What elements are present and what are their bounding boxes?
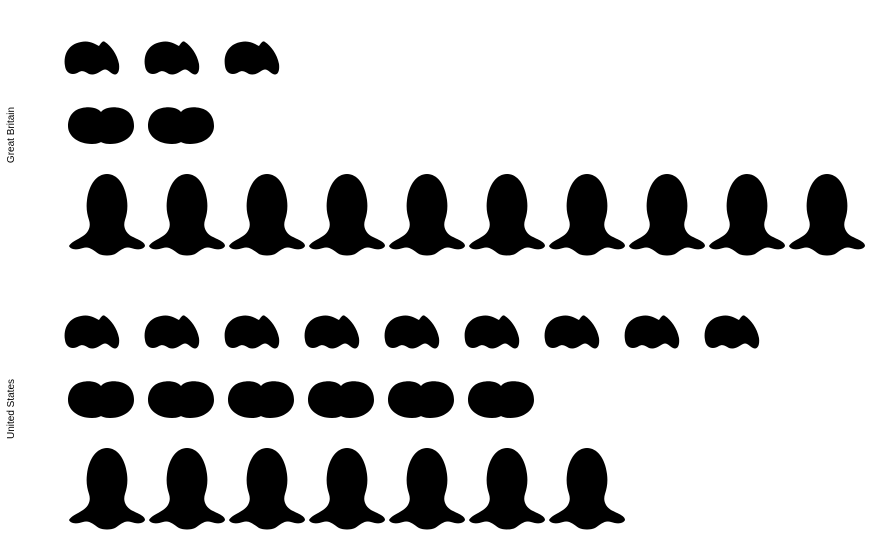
bell-outline-icon bbox=[229, 448, 305, 530]
bell-outline-icon bbox=[149, 448, 225, 530]
icon-row-dark-bean bbox=[68, 107, 214, 144]
red-blob-icon bbox=[64, 315, 120, 349]
bell-outline-icon bbox=[789, 174, 865, 256]
dark-bean-icon bbox=[228, 381, 294, 418]
bell-outline-icon bbox=[389, 174, 465, 256]
bell-outline-icon bbox=[549, 174, 625, 256]
bell-outline-icon bbox=[709, 174, 785, 256]
dark-bean-icon bbox=[148, 381, 214, 418]
dark-bean-icon bbox=[388, 381, 454, 418]
bell-outline-icon bbox=[229, 174, 305, 256]
bell-outline-icon bbox=[309, 448, 385, 530]
bell-outline-icon bbox=[469, 448, 545, 530]
red-blob-icon bbox=[464, 315, 520, 349]
dark-bean-icon bbox=[308, 381, 374, 418]
bell-outline-icon bbox=[69, 174, 145, 256]
red-blob-icon bbox=[64, 41, 120, 75]
group-label: United States bbox=[6, 379, 17, 439]
bell-outline-icon bbox=[309, 174, 385, 256]
bell-outline-icon bbox=[469, 174, 545, 256]
group-united-states: United States bbox=[6, 315, 760, 530]
red-blob-icon bbox=[624, 315, 680, 349]
bell-outline-icon bbox=[629, 174, 705, 256]
bell-outline-icon bbox=[389, 448, 465, 530]
icon-row-red-blob bbox=[64, 41, 280, 75]
dark-bean-icon bbox=[468, 381, 534, 418]
red-blob-icon bbox=[224, 41, 280, 75]
red-blob-icon bbox=[704, 315, 760, 349]
red-blob-icon bbox=[144, 41, 200, 75]
icon-row-red-blob bbox=[64, 315, 760, 349]
bell-outline-icon bbox=[149, 174, 225, 256]
red-blob-icon bbox=[384, 315, 440, 349]
bell-outline-icon bbox=[549, 448, 625, 530]
icon-row-bell-outline bbox=[69, 448, 625, 530]
red-blob-icon bbox=[304, 315, 360, 349]
group-great-britain: Great Britain bbox=[6, 41, 865, 256]
group-label: Great Britain bbox=[6, 107, 17, 163]
red-blob-icon bbox=[144, 315, 200, 349]
dark-bean-icon bbox=[148, 107, 214, 144]
red-blob-icon bbox=[544, 315, 600, 349]
icon-row-bell-outline bbox=[69, 174, 865, 256]
icon-row-dark-bean bbox=[68, 381, 534, 418]
dark-bean-icon bbox=[68, 107, 134, 144]
dark-bean-icon bbox=[68, 381, 134, 418]
bell-outline-icon bbox=[69, 448, 145, 530]
red-blob-icon bbox=[224, 315, 280, 349]
